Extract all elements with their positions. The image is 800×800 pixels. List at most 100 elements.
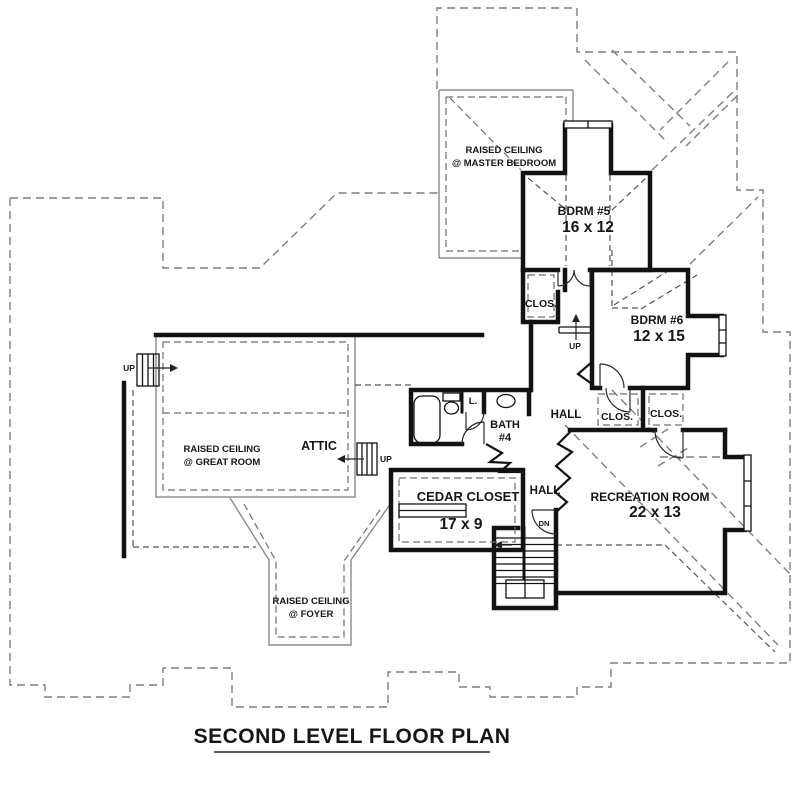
hip-line [689,196,759,265]
hip-line [611,389,791,575]
foyer-ceiling-box [229,497,392,646]
bdrm6-door [599,363,625,389]
cedar-closet-interior [398,274,684,543]
attic-ladder-mid [558,314,592,340]
dashed-line [565,175,611,266]
stairs-door [531,509,557,535]
label-clos-bdrm5: CLOS. [525,298,557,310]
label-foyer-ceiling-1: RAISED CEILING [272,596,349,607]
roof-hip-lines [564,49,791,646]
label-hall-upper: HALL [551,409,582,421]
label-cedar-dims: 17 x 9 [439,516,482,533]
linen-door [465,411,485,431]
label-foyer-ceiling-2: @ FOYER [289,609,334,620]
hip-line [584,59,669,144]
page-title: SECOND LEVEL FLOOR PLAN [194,725,511,748]
ceiling-outline [438,89,574,259]
ladder-rungs [141,354,155,386]
windows [563,120,752,532]
toilet-bowl [443,401,460,415]
label-rec-name: RECREATION ROOM [590,490,709,504]
cedar-inner-dashed [398,477,516,543]
bdrm6-walls [589,267,725,391]
hip-line [639,428,669,448]
label-clos-right: CLOS. [650,408,682,420]
ladder-arrowhead [337,455,345,463]
bdrm5-double-door [557,269,591,287]
roof-outline-perimeter [9,7,791,708]
attic-ladder-right [337,442,378,476]
sink [496,393,516,409]
master-bedroom-ceiling-box [438,89,574,259]
rec-bay-window [743,454,752,532]
dashed-line [556,544,776,653]
bath-door [461,421,485,445]
ceiling-outline [155,334,356,498]
zigzag-walls [485,361,593,513]
label-rec-dims: 22 x 13 [629,504,681,521]
label-master-ceiling-1: RAISED CEILING [465,145,542,156]
bdrm5-closet-dashed [527,274,555,318]
doors [461,269,684,535]
dashed-line [527,175,649,211]
closet-walls [567,385,728,433]
label-up-left: UP [123,363,135,373]
closet-left-door [605,387,631,413]
interior-dashed-lines [132,175,776,653]
rec-window-ticks [744,480,751,507]
label-great-ceiling-2: @ GREAT ROOM [184,457,261,468]
ladder-rungs [558,326,592,334]
bath-fixtures [413,392,516,444]
dashed-line [611,250,698,310]
bdrm5-walls [520,122,653,273]
roof-outline [9,7,791,708]
stairwell-walls [491,507,559,611]
closet-left-dashed [597,393,639,426]
label-down: DN [539,519,550,528]
label-bath-2: #4 [499,432,512,444]
ladder-arrowhead [170,364,178,372]
recreation-room-walls [553,427,747,596]
zigzag-hall-rec [553,429,574,513]
bdrm6-window-ticks [719,329,726,344]
label-cedar-name: CEDAR CLOSET [417,489,520,504]
closet-right-dashed [648,393,684,426]
label-bdrm6-name: BDRM #6 [631,313,684,327]
bdrm6-bay-window [718,314,727,357]
ceiling-outline [229,497,392,646]
zigzag-bdrm6-hall [576,361,593,385]
label-master-ceiling-2: @ MASTER BEDROOM [452,158,556,169]
label-attic: ATTIC [301,439,337,453]
label-linen: L. [469,396,477,407]
bdrm5-closet-walls [520,267,568,325]
bath-walls [408,387,533,447]
closet-right-door [654,429,684,459]
label-up-attic: UP [380,454,392,464]
label-bath-1: BATH [490,419,520,431]
label-clos-left: CLOS. [601,411,633,423]
bathtub [413,395,441,444]
labels: RAISED CEILING @ MASTER BEDROOM BDRM #5 … [123,145,709,620]
zigzag-bath-cedar [485,443,523,474]
ceiling-inner-dashed [162,341,349,491]
hip-line [611,49,691,127]
staircase [494,526,554,599]
label-great-ceiling-1: RAISED CEILING [183,444,260,455]
label-bdrm6-dims: 12 x 15 [633,328,685,345]
label-up-mid: UP [569,341,581,351]
label-bdrm5-dims: 16 x 12 [562,219,614,236]
ceiling-diagonal [449,97,522,171]
plan-title: SECOND LEVEL FLOOR PLAN [194,725,511,753]
stair-arrowhead [494,541,502,549]
dashed-line [132,390,256,548]
great-room-ceiling-box [155,334,356,498]
label-bdrm5-name: BDRM #5 [558,204,611,218]
hip-line [685,95,738,147]
walls [121,122,747,611]
roof-outline-top-left [10,192,438,269]
ladder-arrowhead [572,314,580,322]
toilet-tank [442,392,461,402]
attic-ladder-left [136,353,178,387]
